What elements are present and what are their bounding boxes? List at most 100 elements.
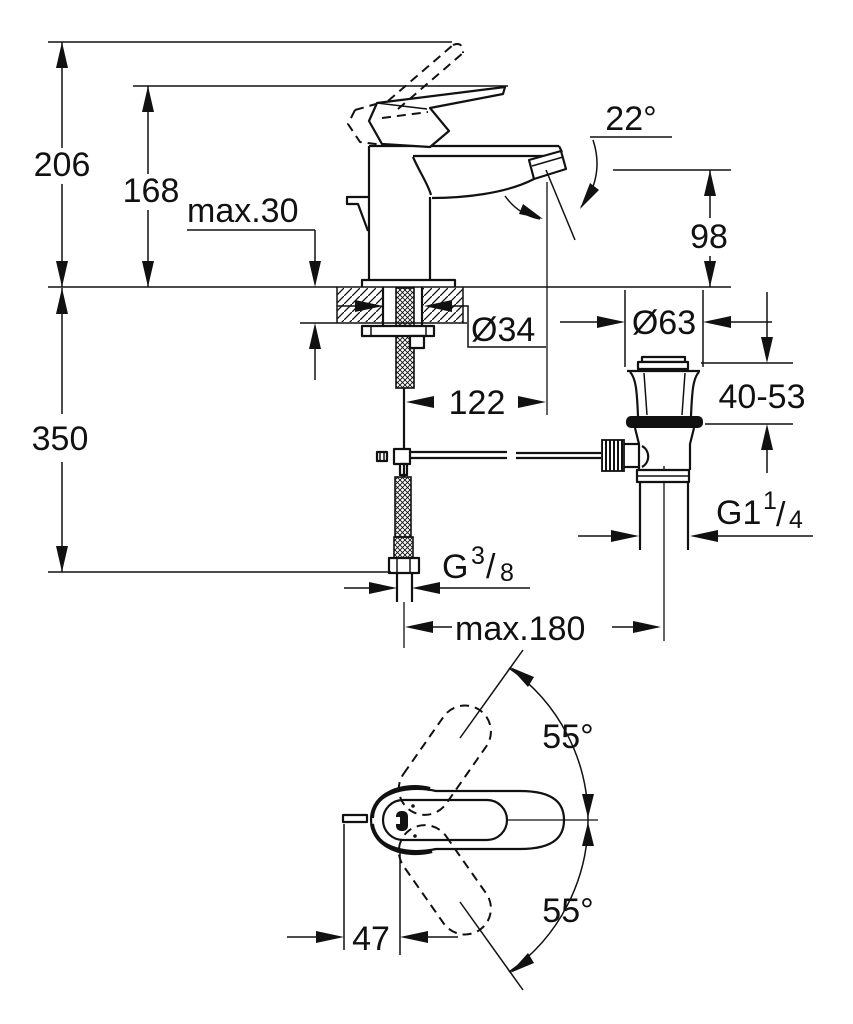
drawing-polygon bbox=[761, 424, 773, 450]
lever-offset-label: 47 bbox=[352, 920, 390, 958]
waste-gasket bbox=[626, 416, 703, 428]
waste-knurled-knob bbox=[601, 439, 625, 472]
dim-aerator-height: 168 bbox=[123, 85, 508, 287]
drawing-polygon bbox=[582, 822, 594, 846]
dim-waste-deck-range: 40-53 bbox=[701, 292, 805, 473]
dim-swivel-upper: 55° bbox=[459, 649, 594, 821]
drawing-line bbox=[643, 372, 648, 416]
drawing-line bbox=[459, 649, 524, 739]
spout-inner-curve bbox=[411, 156, 433, 196]
handle-detail-dot-top bbox=[411, 804, 415, 808]
waste-thread-numerator: 1 bbox=[763, 487, 777, 515]
swivel-upper-label: 55° bbox=[542, 718, 593, 756]
total-height-label: 206 bbox=[34, 146, 91, 184]
drawing-polygon bbox=[519, 204, 543, 219]
drawing-polygon bbox=[355, 300, 383, 312]
aerator bbox=[527, 149, 568, 181]
spray-angle-label: 22° bbox=[605, 100, 656, 138]
spout-height-label: 98 bbox=[690, 218, 728, 256]
dim-spout-height: 98 bbox=[613, 169, 731, 287]
drawing-line bbox=[681, 372, 686, 416]
spray-direction-line bbox=[545, 169, 576, 241]
dim-waste-offset: max.180 bbox=[403, 602, 661, 648]
aerator-height-label: 168 bbox=[123, 172, 180, 210]
hose-crimp-sleeve bbox=[393, 536, 414, 559]
drawing-polygon bbox=[405, 621, 433, 633]
drawing-polygon bbox=[142, 261, 154, 287]
drawing-path bbox=[347, 103, 385, 146]
waste-thread-denominator: 4 bbox=[789, 506, 803, 534]
drawing-polygon bbox=[761, 337, 773, 363]
drawing-polygon bbox=[400, 931, 428, 943]
waste-deck-range-label: 40-53 bbox=[719, 378, 806, 416]
waste-plug-cap bbox=[636, 360, 690, 371]
drawing-polygon bbox=[704, 261, 716, 287]
handle-detail-dot-bottom bbox=[413, 834, 417, 838]
spout-underside-curve bbox=[431, 178, 535, 200]
aerator-inner-line bbox=[531, 156, 564, 167]
top-view: 55° 55° 47 bbox=[287, 649, 598, 991]
rod-tee-joint bbox=[392, 447, 412, 466]
escutcheon-heavy-arc bbox=[370, 785, 433, 856]
drawing-polygon bbox=[412, 582, 440, 594]
dim-hole-diameter: Ø34 bbox=[337, 300, 546, 349]
lever-handle-side bbox=[367, 85, 507, 149]
drawing-polygon bbox=[690, 530, 718, 542]
drawing-polygon bbox=[56, 261, 68, 287]
supply-thread-label: G bbox=[442, 548, 468, 586]
handle-top-view bbox=[341, 704, 598, 936]
hole-diameter-label: Ø34 bbox=[471, 311, 535, 349]
deck-thickness-label: max.30 bbox=[187, 192, 299, 230]
dim-spray-angle: 22° bbox=[504, 100, 672, 241]
hose-hex-nut bbox=[387, 556, 421, 575]
waste-flange-diameter-label: Ø63 bbox=[632, 304, 696, 342]
side-view: 206 168 max.30 bbox=[32, 41, 813, 648]
faucet-base-flange bbox=[360, 278, 457, 287]
drawing-polygon bbox=[703, 316, 731, 328]
hose-length-label: 350 bbox=[32, 420, 89, 458]
drawing-path bbox=[381, 111, 429, 119]
drawing-polygon bbox=[56, 42, 68, 68]
dim-spout-reach: 122 bbox=[406, 182, 548, 422]
waste-offset-label: max.180 bbox=[455, 610, 585, 648]
dim-waste-thread: G1 1 / 4 bbox=[578, 487, 813, 542]
pop-up-pull-rod bbox=[345, 195, 370, 232]
dim-total-height: 206 bbox=[34, 41, 452, 287]
mounting-nut bbox=[408, 334, 426, 350]
drawing-polygon bbox=[580, 183, 599, 209]
rod-end-cap bbox=[375, 450, 389, 463]
drawing-polygon bbox=[406, 396, 434, 408]
faucet-body bbox=[345, 43, 568, 287]
drawing-polygon bbox=[597, 316, 625, 328]
drawing-polygon bbox=[309, 323, 321, 349]
drawing-polygon bbox=[56, 288, 68, 314]
dim-deck-thickness: max.30 bbox=[187, 192, 321, 380]
waste-valve-boss bbox=[641, 445, 650, 468]
drawing-polygon bbox=[582, 794, 594, 818]
drawing-polygon bbox=[316, 931, 344, 943]
spout-reach-label: 122 bbox=[449, 384, 506, 422]
dimensions-side-view: 206 168 max.30 bbox=[32, 41, 813, 648]
drawing-polygon bbox=[142, 86, 154, 112]
drawing-line bbox=[387, 44, 454, 102]
waste-funnel-left bbox=[629, 371, 640, 417]
drawing-polygon bbox=[510, 953, 534, 973]
supply-thread-denominator: 8 bbox=[500, 559, 514, 587]
dim-supply-thread: G 3 / 8 bbox=[344, 542, 530, 594]
waste-assembly bbox=[601, 355, 703, 641]
lever-pin bbox=[341, 813, 369, 824]
drawing-polygon bbox=[518, 396, 546, 408]
waste-thread-slash: / bbox=[776, 496, 786, 534]
drawing-polygon bbox=[611, 530, 639, 542]
waste-body-left bbox=[633, 427, 641, 470]
drawing-polygon bbox=[424, 300, 452, 312]
drawing-line bbox=[459, 901, 524, 991]
mounting-bracket-plate bbox=[360, 324, 436, 338]
stem-slot-notch bbox=[396, 817, 400, 824]
waste-funnel-right bbox=[689, 371, 700, 417]
drawing-polygon bbox=[510, 667, 534, 687]
handle-inner-outline bbox=[381, 798, 509, 842]
waste-body-right bbox=[688, 427, 696, 470]
